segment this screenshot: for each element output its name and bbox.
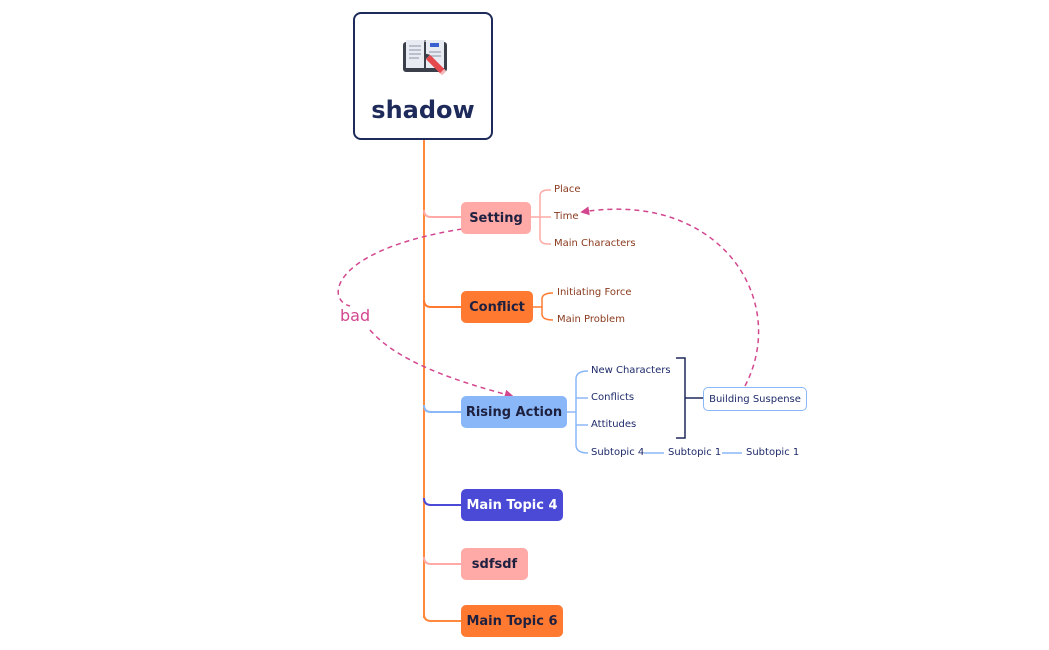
summary-bracket — [676, 357, 703, 439]
subtopic-main-problem[interactable]: Main Problem — [557, 314, 625, 325]
topic-main-topic-4[interactable]: Main Topic 4 — [461, 489, 563, 521]
branch-setting — [423, 209, 461, 218]
subtopic-time[interactable]: Time — [554, 211, 579, 222]
rising-action-sub-connectors — [567, 370, 742, 454]
summary-label: Building Suspense — [709, 393, 801, 405]
topic-label: sdfsdf — [471, 556, 518, 572]
branch-rising-action — [423, 404, 461, 413]
subtopic-initiating-force[interactable]: Initiating Force — [557, 287, 632, 298]
topic-sdfsdf[interactable]: sdfsdf — [461, 548, 528, 580]
topic-label: Setting — [469, 210, 523, 226]
relationship-label[interactable]: bad — [340, 306, 371, 325]
conflict-sub-connectors — [533, 292, 554, 321]
setting-sub-connectors — [531, 189, 551, 245]
subtopic-place[interactable]: Place — [554, 184, 581, 195]
topic-label: Conflict — [469, 299, 525, 315]
topic-label: Main Topic 6 — [466, 613, 558, 629]
topic-setting[interactable]: Setting — [461, 202, 531, 234]
subtopic-main-characters[interactable]: Main Characters — [554, 238, 636, 249]
topic-label: Rising Action — [465, 404, 563, 420]
topic-rising-action[interactable]: Rising Action — [461, 396, 567, 428]
topic-label: Main Topic 4 — [466, 497, 558, 513]
branch-conflict — [423, 299, 461, 308]
subtopic-subtopic-1[interactable]: Subtopic 1 — [668, 447, 722, 458]
subtopic-new-characters[interactable]: New Characters — [591, 365, 671, 376]
subtopic-subtopic-4[interactable]: Subtopic 4 — [591, 447, 645, 458]
central-topic-title: shadow — [371, 96, 475, 124]
relationship-line-bad — [337, 228, 512, 396]
summary-building-suspense[interactable]: Building Suspense — [703, 387, 807, 411]
open-book-pencil-icon — [403, 40, 447, 76]
branch-main-topic-6 — [423, 613, 461, 622]
branch-main-topic-4 — [423, 497, 461, 506]
subtopic-attitudes[interactable]: Attitudes — [591, 419, 637, 430]
subtopic-conflicts[interactable]: Conflicts — [591, 392, 635, 403]
topic-conflict[interactable]: Conflict — [461, 291, 533, 323]
central-topic[interactable]: shadow — [353, 12, 493, 140]
branch-sdfsdf — [423, 556, 461, 565]
relationship-line-summary-time — [580, 206, 760, 387]
subtopic-subtopic-1b[interactable]: Subtopic 1 — [746, 447, 800, 458]
topic-main-topic-6[interactable]: Main Topic 6 — [461, 605, 563, 637]
